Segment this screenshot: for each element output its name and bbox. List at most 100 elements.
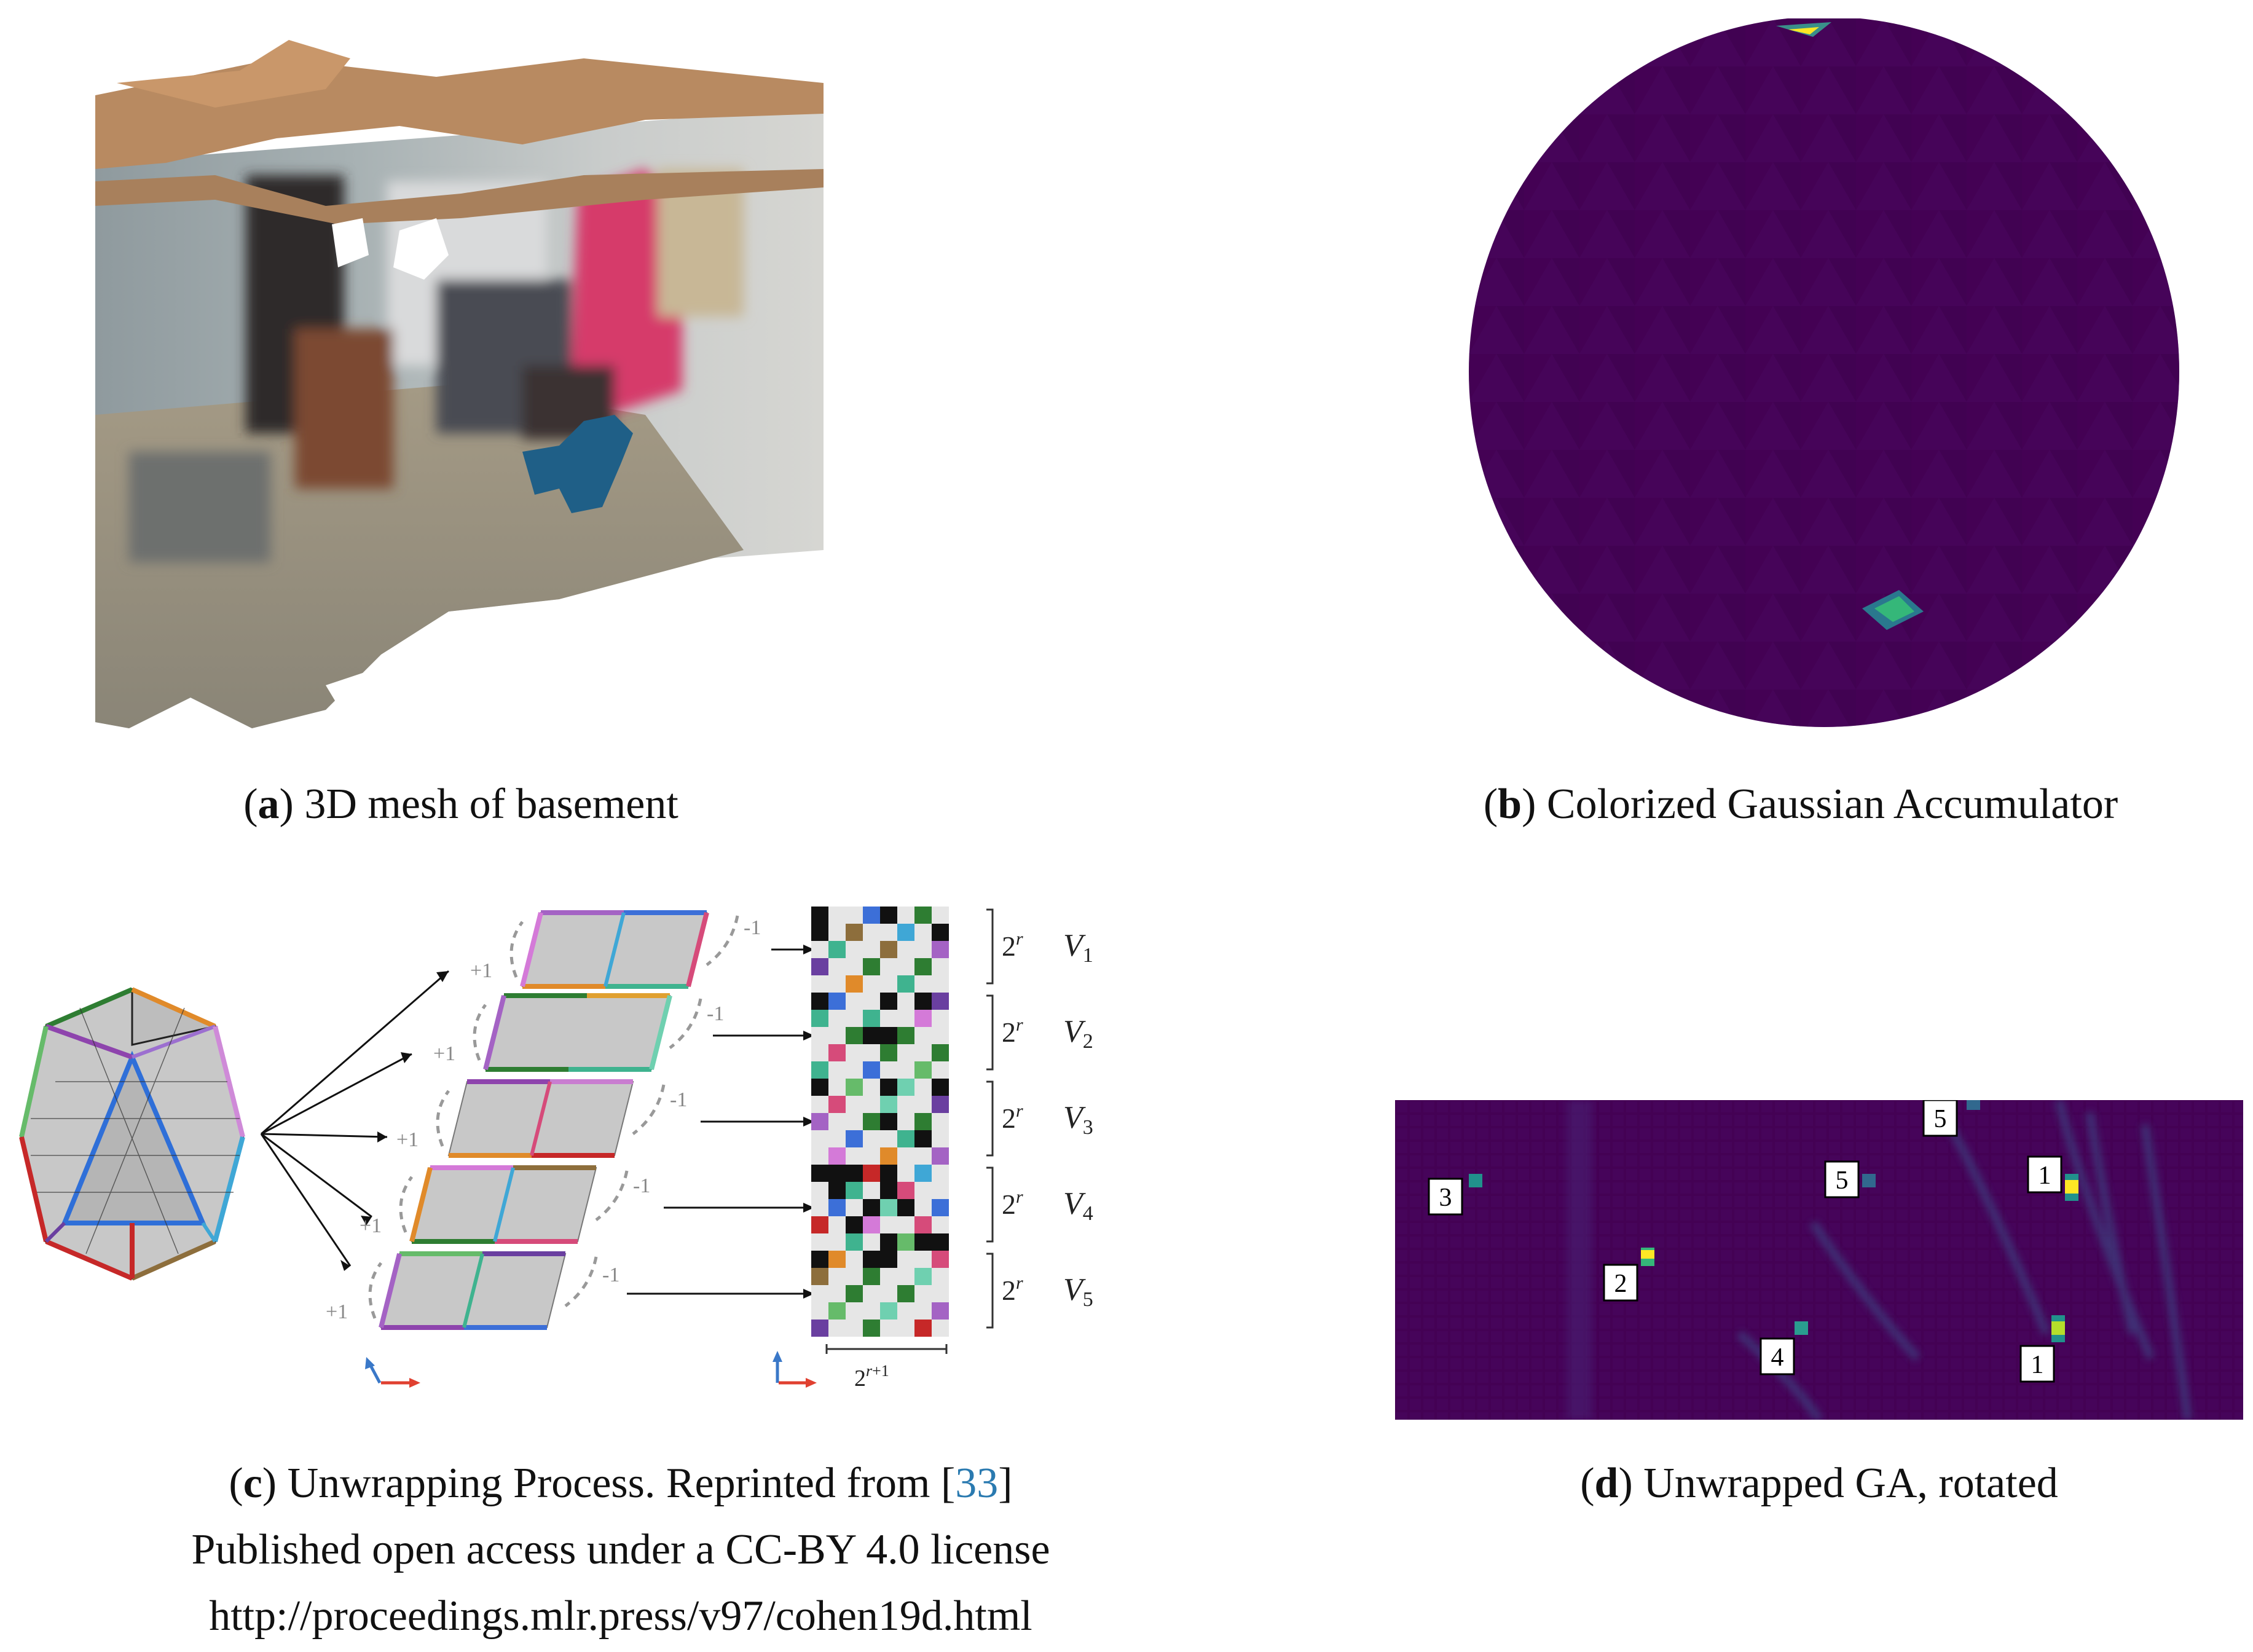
grid-cell bbox=[828, 1061, 846, 1079]
grid-cell bbox=[880, 1285, 897, 1302]
grid-cell bbox=[811, 958, 828, 975]
grid-cell bbox=[811, 1044, 828, 1061]
grid-cell bbox=[846, 941, 863, 958]
peak-2 bbox=[1641, 1248, 1654, 1266]
grid-cell bbox=[828, 1182, 846, 1199]
grid-cell bbox=[914, 1182, 932, 1199]
grid-cell bbox=[828, 907, 846, 924]
peak-bottom bbox=[1862, 590, 1924, 630]
grid-cell bbox=[828, 1130, 846, 1147]
grid-cell bbox=[914, 1044, 932, 1061]
row-size-v3: 2r bbox=[1002, 1101, 1023, 1134]
grid-cell bbox=[897, 1233, 914, 1251]
grid-cell bbox=[897, 1320, 914, 1337]
grid-cell bbox=[914, 1061, 932, 1079]
grid-cell bbox=[828, 1251, 846, 1268]
grid-cell bbox=[914, 1251, 932, 1268]
grid-cell bbox=[846, 975, 863, 993]
grid-cell bbox=[811, 924, 828, 941]
grid-cell bbox=[828, 1285, 846, 1302]
grid-cell bbox=[828, 1268, 846, 1285]
grid-cell bbox=[880, 907, 897, 924]
grid-cell bbox=[863, 1285, 880, 1302]
grid-cell bbox=[863, 1251, 880, 1268]
grid-cell bbox=[880, 1061, 897, 1079]
grid-cell bbox=[811, 1061, 828, 1079]
grid-cell bbox=[863, 1320, 880, 1337]
grid-cell bbox=[897, 1113, 914, 1130]
grid-cell bbox=[932, 1147, 949, 1165]
grid-cell bbox=[846, 1147, 863, 1165]
grid-cell bbox=[932, 1216, 949, 1233]
grid-cell bbox=[863, 1130, 880, 1147]
plus-label: +1 bbox=[396, 1128, 419, 1151]
grid-cell bbox=[828, 1096, 846, 1113]
minus-label: -1 bbox=[744, 916, 761, 939]
grid-cell bbox=[932, 1165, 949, 1182]
grid-cell bbox=[811, 1182, 828, 1199]
grid-cell bbox=[914, 1130, 932, 1147]
panel-c-unwrapping-diagram: +1 +1 +1 +1 +1 -1 -1 -1 -1 -1 bbox=[18, 897, 1119, 1414]
grid-cell bbox=[846, 1027, 863, 1044]
peak-5a bbox=[1862, 1174, 1876, 1187]
svg-text:4: 4 bbox=[1771, 1343, 1784, 1372]
grid-cell bbox=[897, 1096, 914, 1113]
grid-cell bbox=[880, 1165, 897, 1182]
grid-cell bbox=[880, 1268, 897, 1285]
grid-cell bbox=[897, 1147, 914, 1165]
gaussian-accumulator-sphere bbox=[1469, 17, 2179, 727]
grid-cell bbox=[932, 1199, 949, 1216]
caption-c-line3[interactable]: http://proceedings.mlr.press/v97/cohen19… bbox=[209, 1592, 1032, 1640]
svg-text:3: 3 bbox=[1439, 1184, 1452, 1212]
grid-cell bbox=[914, 1147, 932, 1165]
grid-cell bbox=[846, 993, 863, 1010]
caption-b: (b) Colorized Gaussian Accumulator bbox=[1483, 781, 2118, 828]
grid-cell bbox=[828, 1233, 846, 1251]
grid-cell bbox=[932, 941, 949, 958]
grid-cell bbox=[828, 1302, 846, 1320]
svg-text:1: 1 bbox=[2031, 1351, 2044, 1379]
grid-cell bbox=[811, 1268, 828, 1285]
grid-cell bbox=[897, 958, 914, 975]
grid-cell bbox=[846, 1079, 863, 1096]
grid-cell bbox=[932, 1096, 949, 1113]
grid-cell bbox=[897, 941, 914, 958]
grid-cell bbox=[914, 1199, 932, 1216]
grid-cell bbox=[897, 993, 914, 1010]
reference-link[interactable]: 33 bbox=[955, 1460, 999, 1507]
panel-b-sphere bbox=[1469, 17, 2194, 731]
svg-text:1: 1 bbox=[2039, 1162, 2051, 1190]
grid-cell bbox=[811, 993, 828, 1010]
grid-cell bbox=[811, 1147, 828, 1165]
unwrapped-grid bbox=[811, 907, 949, 1337]
grid-cell bbox=[914, 1233, 932, 1251]
grid-cell bbox=[897, 1268, 914, 1285]
grid-cell bbox=[932, 1044, 949, 1061]
grid-cell bbox=[811, 1027, 828, 1044]
grid-cell bbox=[914, 907, 932, 924]
caption-c-line2: Published open access under a CC-BY 4.0 … bbox=[191, 1526, 1050, 1573]
grid-cell bbox=[863, 1096, 880, 1113]
marker-5b: 5 bbox=[1922, 1099, 1958, 1137]
grid-cell bbox=[897, 1027, 914, 1044]
grid-cell bbox=[932, 1233, 949, 1251]
grid-cell bbox=[932, 907, 949, 924]
grid-cell bbox=[846, 1061, 863, 1079]
grid-cell bbox=[932, 975, 949, 993]
grid-cell bbox=[880, 1027, 897, 1044]
grid-cell bbox=[863, 1199, 880, 1216]
unwrapping-diagram: +1 +1 +1 +1 +1 -1 -1 -1 -1 -1 bbox=[19, 907, 1093, 1391]
grid-cell bbox=[846, 1320, 863, 1337]
grid-cell bbox=[811, 1113, 828, 1130]
grid-cell bbox=[932, 1113, 949, 1130]
grid-cell bbox=[880, 958, 897, 975]
grid-cell bbox=[846, 1268, 863, 1285]
grid-cell bbox=[846, 1285, 863, 1302]
grid-cell bbox=[863, 1113, 880, 1130]
marker-1b: 1 bbox=[2019, 1345, 2055, 1383]
grid-cell bbox=[914, 1010, 932, 1027]
svg-text:5: 5 bbox=[1934, 1105, 1947, 1133]
grid-cell bbox=[932, 1182, 949, 1199]
grid-cell bbox=[897, 1010, 914, 1027]
grid-cell bbox=[863, 1061, 880, 1079]
